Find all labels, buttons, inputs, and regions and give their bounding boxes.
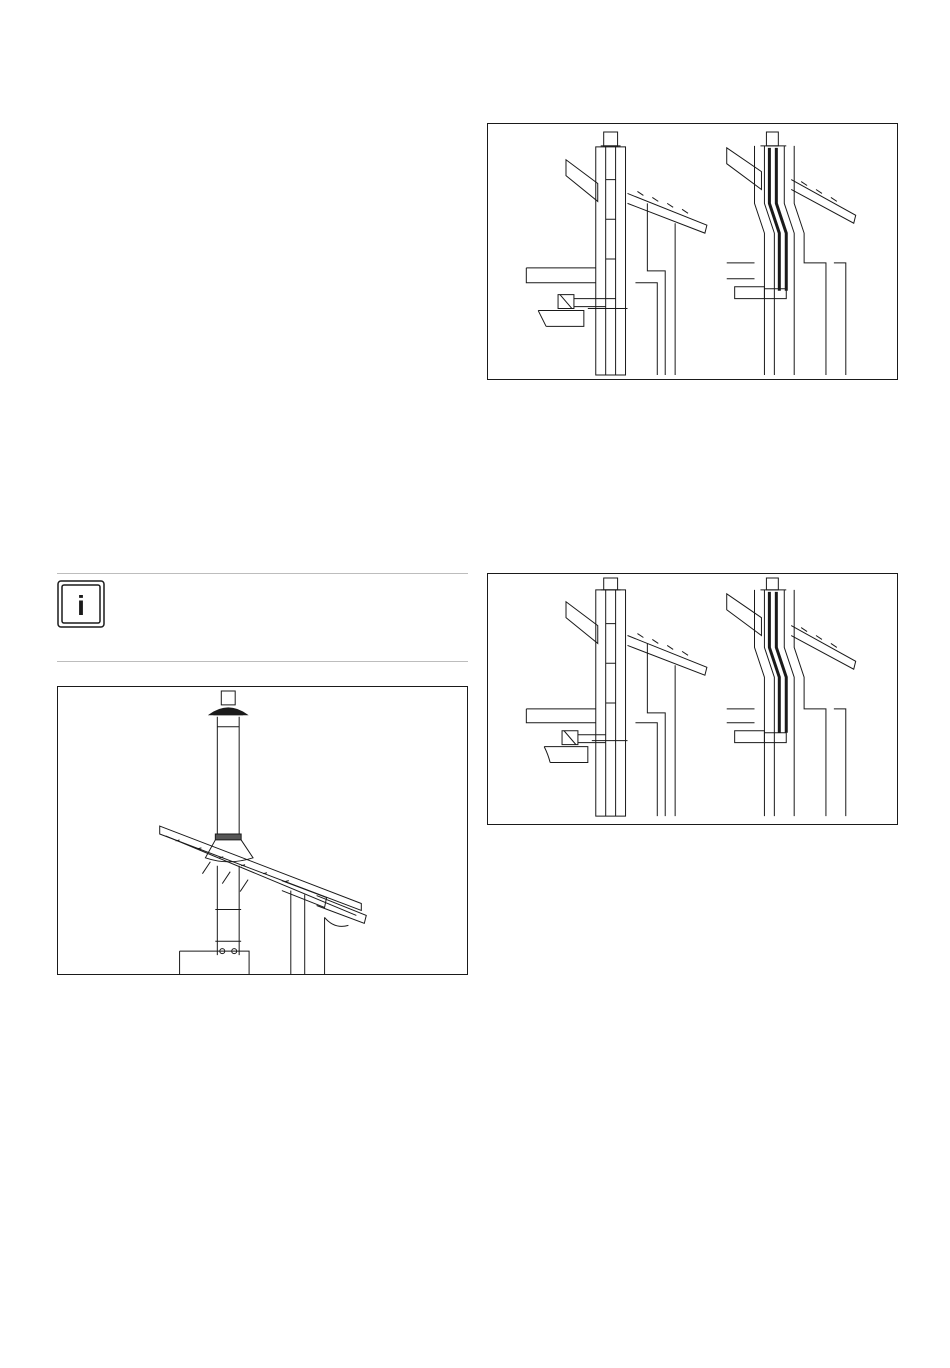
info-bottom-rule (57, 661, 468, 662)
chimney-diagram-bottom (488, 574, 897, 824)
figure-chimney-bottom (487, 573, 898, 825)
figure-roof-penetration (57, 686, 468, 975)
info-top-rule (57, 573, 468, 574)
chimney-diagram-top (488, 124, 897, 379)
info-icon: i (57, 580, 105, 628)
roof-penetration-diagram (58, 687, 467, 974)
figure-chimney-top (487, 123, 898, 380)
info-glyph: i (77, 590, 85, 621)
